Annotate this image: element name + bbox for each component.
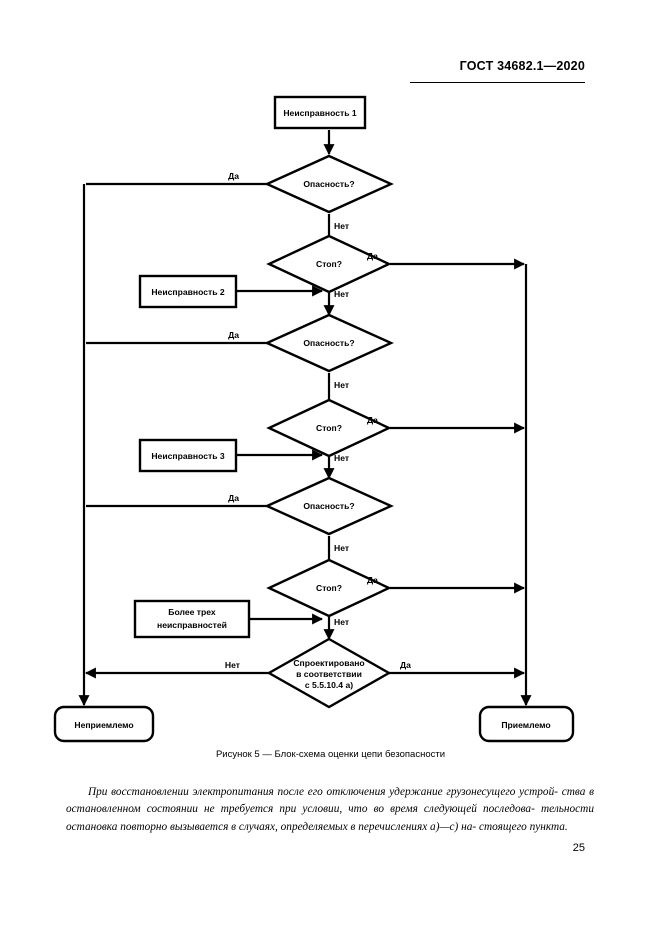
node-more-than-three-faults: Более трех неисправностей — [133, 599, 251, 639]
edge-label-hazard3-no: Нет — [334, 543, 349, 553]
figure-caption: Рисунок 5 — Блок-схема оценки цепи безоп… — [215, 749, 446, 760]
node-terminal-accept: Приемлемо — [478, 705, 575, 743]
node-hazard-3: Опасность? — [264, 476, 394, 536]
node-stop-2: Стоп? — [266, 398, 392, 458]
node-fault-3-label: Неисправность 3 — [151, 451, 225, 461]
edge-label-stop2-yes: Да — [367, 415, 378, 425]
node-designed-label-line2: в соответствии — [296, 669, 362, 679]
header-rule — [410, 82, 585, 83]
edge-label-hazard1-yes: Да — [228, 171, 239, 181]
page-number: 25 — [572, 842, 585, 854]
node-terminal-accept-label: Приемлемо — [501, 720, 550, 730]
node-designed-in-accordance: Спроектировано в соответствии с 5.5.10.4… — [266, 637, 392, 709]
node-fault-1: Неисправность 1 — [273, 95, 367, 130]
edge-label-designed-no: Нет — [225, 660, 240, 670]
node-fault-2: Неисправность 2 — [138, 274, 238, 309]
edge-label-designed-yes: Да — [400, 660, 411, 670]
edge-label-hazard2-no: Нет — [334, 380, 349, 390]
node-fault-1-label: Неисправность 1 — [283, 108, 357, 118]
edge-label-hazard3-yes: Да — [228, 493, 239, 503]
paragraph-line-2: ства в остановленном состоянии не требуе… — [66, 786, 594, 816]
node-hazard-2: Опасность? — [264, 313, 394, 373]
body-paragraph: При восстановлении электропитания после … — [66, 784, 594, 836]
node-stop-3: Стоп? — [266, 558, 392, 618]
node-more-faults-label-line1: Более трех — [168, 607, 216, 617]
paragraph-line-1: При восстановлении электропитания после … — [88, 786, 558, 798]
node-hazard-1: Опасность? — [264, 154, 394, 214]
node-fault-3: Неисправность 3 — [138, 438, 238, 473]
edge-label-hazard1-no: Нет — [334, 221, 349, 231]
node-stop-1: Стоп? — [266, 234, 392, 294]
paragraph-line-3: тельности остановка повторно вызывается … — [66, 803, 594, 833]
edge-label-hazard2-yes: Да — [228, 330, 239, 340]
node-fault-2-label: Неисправность 2 — [151, 287, 225, 297]
edge-label-stop3-yes: Да — [367, 575, 378, 585]
node-hazard-2-label: Опасность? — [303, 338, 354, 348]
node-terminal-reject: Неприемлемо — [53, 705, 155, 743]
node-hazard-1-label: Опасность? — [303, 179, 354, 189]
edge-label-stop3-no: Нет — [334, 617, 349, 627]
node-terminal-reject-label: Неприемлемо — [74, 720, 133, 730]
node-designed-label-line1: Спроектировано — [293, 658, 364, 668]
node-hazard-3-label: Опасность? — [303, 501, 354, 511]
node-stop-2-label: Стоп? — [316, 423, 342, 433]
paragraph-line-4: стоящего пункта. — [478, 820, 568, 833]
edge-label-stop2-no: Нет — [334, 453, 349, 463]
node-stop-3-label: Стоп? — [316, 583, 342, 593]
standard-title: ГОСТ 34682.1—2020 — [459, 59, 585, 73]
node-designed-label-line3: с 5.5.10.4 a) — [305, 680, 353, 690]
edge-label-stop1-no: Нет — [334, 289, 349, 299]
edge-label-stop1-yes: Да — [367, 251, 378, 261]
node-more-faults-label-line2: неисправностей — [157, 620, 227, 630]
flowchart-figure: Неисправность 1 Опасность? Стоп? Неиспра… — [0, 88, 661, 748]
node-stop-1-label: Стоп? — [316, 259, 342, 269]
